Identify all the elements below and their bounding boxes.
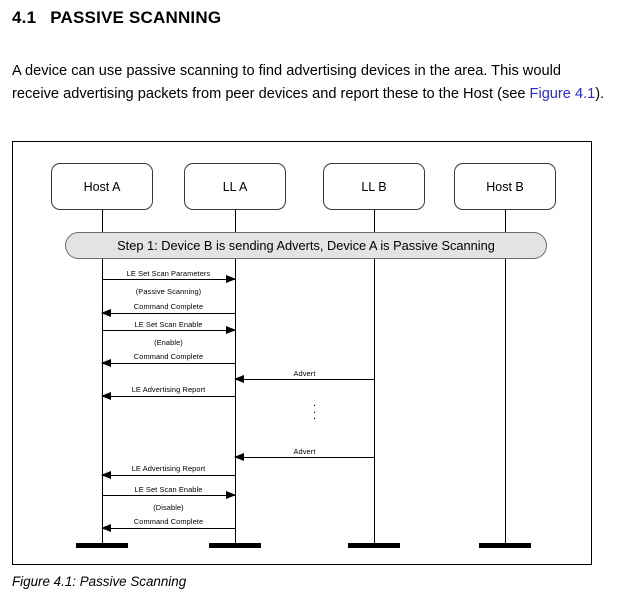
message-label-disable: (Disable) bbox=[153, 503, 184, 512]
figure-frame: Host A LL A LL B Host B Step 1: Device B… bbox=[12, 141, 592, 565]
participant-host-b[interactable]: Host B bbox=[454, 163, 556, 210]
participant-ll-a[interactable]: LL A bbox=[184, 163, 286, 210]
arrow-head-right-icon bbox=[226, 325, 236, 334]
section-title: PASSIVE SCANNING bbox=[50, 8, 222, 27]
message-arrow-advert-1 bbox=[234, 374, 374, 383]
arrow-head-right-icon bbox=[226, 274, 236, 283]
message-arrow-le-set-scan-enable-2 bbox=[102, 490, 236, 499]
message-label-advert-2: Advert bbox=[293, 447, 316, 456]
page-title: 4.1 PASSIVE SCANNING bbox=[12, 8, 221, 28]
message-label-le-set-scan-parameters: LE Set Scan Parameters bbox=[126, 269, 211, 278]
participant-label: Host B bbox=[486, 179, 524, 194]
arrow-head-left-icon bbox=[234, 374, 244, 383]
paragraph-text-before-link: A device can use passive scanning to fin… bbox=[12, 62, 561, 102]
message-label-command-complete-3: Command Complete bbox=[133, 517, 204, 526]
message-arrow-le-set-scan-enable-1 bbox=[102, 325, 236, 334]
arrow-head-left-icon bbox=[101, 470, 111, 479]
repeat-ellipsis-icon: ... bbox=[313, 397, 317, 422]
message-label-le-set-scan-enable-2: LE Set Scan Enable bbox=[134, 485, 203, 494]
participant-ll-b[interactable]: LL B bbox=[323, 163, 425, 210]
arrow-head-right-icon bbox=[226, 490, 236, 499]
message-label-le-set-scan-enable-1: LE Set Scan Enable bbox=[134, 320, 203, 329]
figure-4-1-link[interactable]: Figure 4.1 bbox=[529, 85, 596, 102]
terminator-host-b bbox=[479, 543, 531, 548]
figure-caption: Figure 4.1: Passive Scanning bbox=[12, 574, 187, 589]
message-label-advert-1: Advert bbox=[293, 369, 316, 378]
message-label-passive-scanning: (Passive Scanning) bbox=[135, 287, 202, 296]
paragraph-text-after-link: ). bbox=[595, 85, 605, 102]
lifeline-ll-b bbox=[373, 210, 375, 546]
step-banner-label: Step 1: Device B is sending Adverts, Dev… bbox=[117, 238, 495, 253]
message-label-enable: (Enable) bbox=[154, 338, 183, 347]
body-paragraph: A device can use passive scanning to fin… bbox=[12, 60, 608, 106]
participant-label: Host A bbox=[83, 179, 121, 194]
arrow-head-left-icon bbox=[101, 391, 111, 400]
message-arrow-advert-2 bbox=[234, 452, 374, 461]
participant-label: LL B bbox=[361, 179, 387, 194]
message-arrow-command-complete-2 bbox=[101, 358, 235, 367]
terminator-ll-b bbox=[348, 543, 400, 548]
terminator-host-a bbox=[76, 543, 128, 548]
section-number: 4.1 bbox=[12, 8, 37, 27]
message-arrow-command-complete-1 bbox=[101, 308, 235, 317]
message-arrow-le-advertising-report-2 bbox=[101, 470, 235, 479]
message-arrow-le-advertising-report-1 bbox=[101, 391, 235, 400]
message-label-le-advertising-report-1: LE Advertising Report bbox=[131, 385, 206, 394]
arrow-head-left-icon bbox=[234, 452, 244, 461]
arrow-head-left-icon bbox=[101, 308, 111, 317]
participant-host-a[interactable]: Host A bbox=[51, 163, 153, 210]
lifeline-host-b bbox=[504, 210, 506, 546]
participant-label: LL A bbox=[222, 179, 248, 194]
message-arrow-command-complete-3 bbox=[101, 523, 235, 532]
message-arrow-le-set-scan-parameters bbox=[102, 274, 236, 283]
message-label-command-complete-2: Command Complete bbox=[133, 352, 204, 361]
step-banner: Step 1: Device B is sending Adverts, Dev… bbox=[65, 232, 547, 259]
message-label-le-advertising-report-2: LE Advertising Report bbox=[131, 464, 206, 473]
arrow-head-left-icon bbox=[101, 523, 111, 532]
terminator-ll-a bbox=[209, 543, 261, 548]
arrow-head-left-icon bbox=[101, 358, 111, 367]
lifeline-host-a bbox=[101, 210, 103, 546]
message-label-command-complete-1: Command Complete bbox=[133, 302, 204, 311]
